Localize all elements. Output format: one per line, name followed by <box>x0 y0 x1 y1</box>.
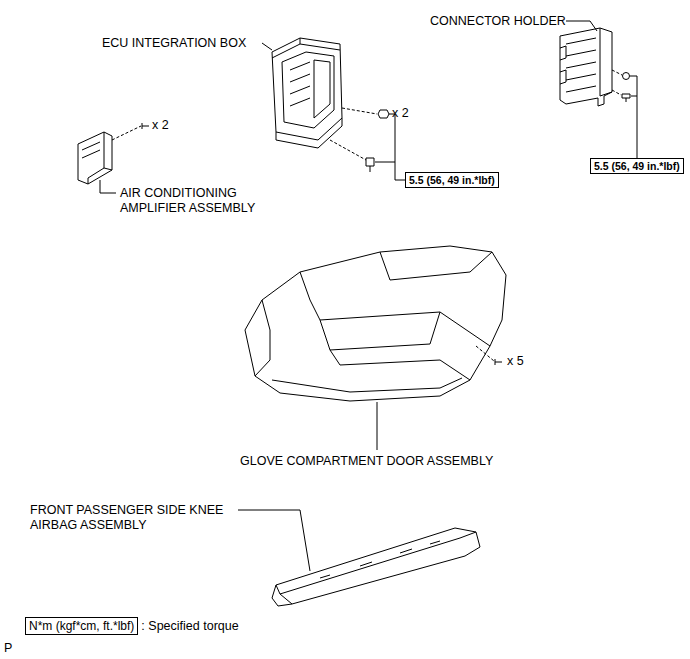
ecu-integration-box-drawing <box>272 38 342 148</box>
torque-leader <box>375 114 405 180</box>
quantity-label: x 2 <box>152 118 169 133</box>
nut-symbol <box>378 110 389 118</box>
torque-leader <box>630 76 637 158</box>
leader-line <box>566 21 597 31</box>
leader-line <box>377 402 378 450</box>
dashed-leader <box>330 108 377 160</box>
part-name: GLOVE COMPARTMENT DOOR ASSEMBLY <box>240 454 493 469</box>
screw-symbol <box>495 359 502 365</box>
part-name: AIR CONDITIONING AMPLIFIER ASSEMBLY <box>120 186 285 216</box>
page-code: P <box>4 641 12 656</box>
amplifier-drawing <box>78 132 112 184</box>
dashed-leader <box>612 70 622 95</box>
part-name: CONNECTOR HOLDER <box>430 14 566 29</box>
nut-symbol <box>623 73 630 80</box>
dashed-leader <box>112 126 141 140</box>
bolt-symbol <box>366 158 374 172</box>
knee-airbag-drawing <box>272 528 480 606</box>
torque-box: 5.5 (56, 49 in.*lbf) <box>405 172 499 188</box>
bolt-symbol <box>622 94 630 102</box>
leader-line <box>262 43 272 50</box>
leader-line <box>100 180 116 193</box>
torque-value: 5.5 (56, 49 in.*lbf) <box>594 160 680 172</box>
part-name: FRONT PASSENGER SIDE KNEE AIRBAG ASSEMBL… <box>30 503 270 533</box>
screw-symbol <box>142 123 149 129</box>
quantity-label: x 5 <box>507 354 524 369</box>
part-name: ECU INTEGRATION BOX <box>102 36 246 51</box>
legend-text: : Specified torque <box>141 619 238 634</box>
legend-unit-box: N*m (kgf*cm, ft.*lbf) <box>25 617 138 635</box>
torque-value: N*m (kgf*cm, ft.*lbf) <box>29 619 134 633</box>
quantity-label: x 2 <box>392 106 409 121</box>
dashed-leader <box>476 346 494 361</box>
leader-line <box>238 510 310 571</box>
torque-value: 5.5 (56, 49 in.*lbf) <box>409 174 495 186</box>
glove-compartment-drawing <box>245 246 506 401</box>
connector-holder-drawing <box>560 28 612 106</box>
torque-box: 5.5 (56, 49 in.*lbf) <box>590 158 684 174</box>
